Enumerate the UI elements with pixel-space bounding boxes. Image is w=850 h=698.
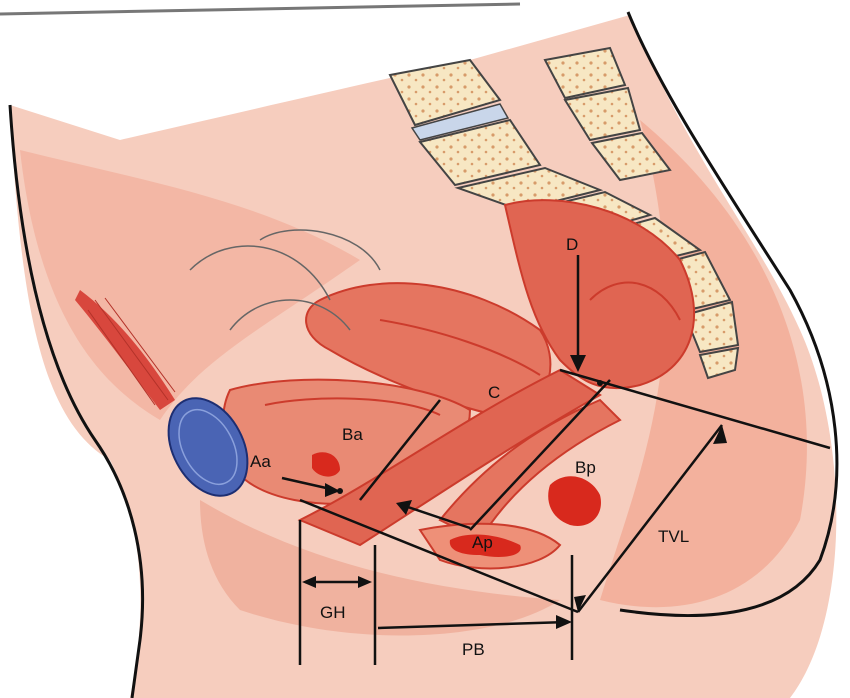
point-marker-c [597, 380, 603, 386]
label-tvl: TVL [658, 527, 689, 546]
label-aa: Aa [250, 452, 271, 471]
label-pb: PB [462, 640, 485, 659]
label-ba: Ba [342, 425, 363, 444]
label-gh: GH [320, 603, 346, 622]
label-d: D [566, 235, 578, 254]
frame-top-edge [0, 4, 520, 14]
label-bp: Bp [575, 458, 596, 477]
point-marker-aa [337, 488, 343, 494]
label-c: C [488, 383, 500, 402]
label-ap: Ap [472, 533, 493, 552]
